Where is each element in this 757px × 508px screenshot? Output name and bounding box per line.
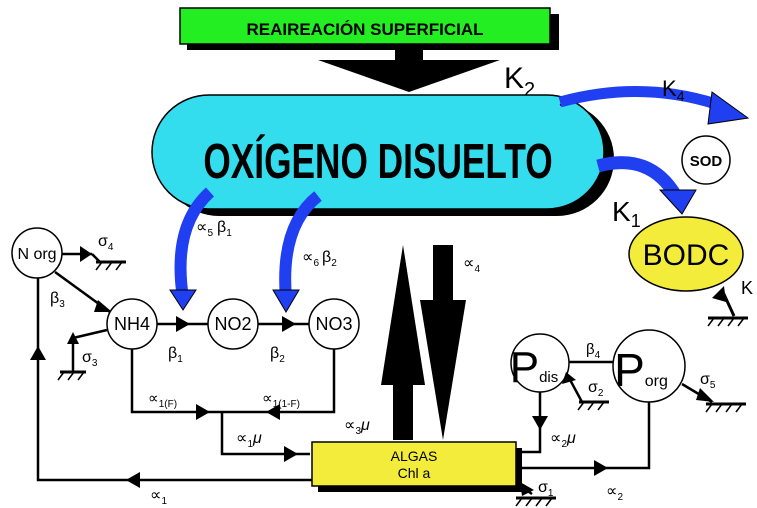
sod-label: SOD — [690, 153, 723, 170]
no3-label: NO3 — [315, 314, 352, 334]
nh4-input-arrow — [174, 187, 215, 299]
porg-label: Porg — [614, 344, 668, 396]
beta4-label: β4 — [586, 341, 601, 361]
no3-input-arrowhead — [272, 289, 300, 313]
bodc-settling-head — [712, 286, 726, 302]
sigma4-label: σ4 — [98, 233, 114, 253]
nh4-input-arrowhead — [169, 289, 197, 311]
algae-label-1: ALGAS — [391, 448, 438, 464]
reaeration-banner: REAIREACIÓN SUPERFICIAL — [179, 7, 559, 50]
beta2-label: β2 — [270, 345, 285, 365]
bodc-label: BODC — [643, 239, 730, 272]
nh4-label: NH4 — [114, 314, 150, 334]
banner-box — [179, 7, 551, 45]
a3mu-label: ∝3μ — [344, 417, 370, 437]
beta1-label: β1 — [168, 345, 183, 365]
k4-arrow — [558, 85, 718, 110]
k4-arrowhead — [707, 91, 750, 125]
a2mu-label: ∝2μ — [550, 430, 576, 450]
alpha4-label: ∝4 — [463, 255, 480, 275]
do-ellipse — [151, 94, 605, 210]
beta3-label: β3 — [50, 290, 65, 310]
sigma3-label: σ3 — [82, 349, 98, 369]
dissolved-oxygen-pool: OXÍGENO DISUELTO — [151, 94, 614, 216]
k-label: K — [741, 278, 753, 298]
reaeration-arrow — [318, 60, 500, 92]
n-to-algae-line — [220, 412, 310, 456]
no2-label: NO2 — [214, 314, 251, 334]
do-title: OXÍGENO DISUELTO — [203, 134, 552, 189]
a1mu-label: ∝1μ — [236, 430, 262, 450]
bodc-node — [628, 216, 744, 292]
sigma1-label: σ1 — [538, 479, 554, 499]
a1f-label: ∝1(F) — [148, 390, 177, 410]
k1-label: K1 — [612, 196, 641, 231]
sigma2-label: σ2 — [588, 379, 604, 399]
pdis-to-algae-line — [516, 392, 542, 454]
o2-consumption-arrow — [420, 245, 466, 440]
k1-arrow — [596, 156, 682, 200]
pdis-label: Pdis — [510, 343, 559, 392]
algae-label-2: Chl a — [398, 465, 431, 481]
no3-input-arrow — [279, 191, 322, 299]
banner-title: REAIREACIÓN SUPERFICIAL — [246, 20, 483, 39]
k4-label: K4 — [662, 76, 685, 104]
sod-node — [681, 135, 731, 185]
alpha2-label: ∝2 — [606, 483, 623, 503]
sigma5-label: σ5 — [700, 371, 716, 391]
k1-arrowhead — [658, 189, 697, 215]
n-uptake-line — [130, 349, 336, 414]
algae-to-norg-line — [36, 278, 312, 482]
reaeration-arrow-stem — [395, 50, 423, 62]
o2-production-arrow — [381, 245, 425, 440]
norg-label: N org — [17, 246, 56, 263]
algae-to-porg-line — [516, 402, 651, 470]
alpha1-label: ∝1 — [150, 487, 167, 507]
k2-label: K2 — [504, 62, 535, 101]
algae-box — [311, 441, 517, 487]
a11f-label: ∝1(1-F) — [262, 390, 300, 410]
